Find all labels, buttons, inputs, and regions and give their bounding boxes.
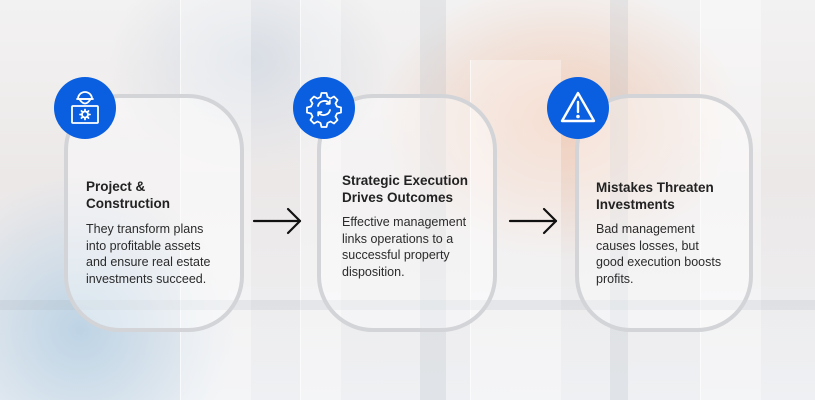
warning-triangle-icon <box>547 77 609 139</box>
step-card-3 <box>575 94 753 332</box>
gear-cycle-icon <box>293 77 355 139</box>
step-title-1: Project &Construction <box>86 179 170 211</box>
arrow-right-icon <box>508 207 558 235</box>
step-card-2 <box>317 94 497 332</box>
arrow-right-icon <box>252 207 302 235</box>
engineer-blueprint-icon <box>54 77 116 139</box>
